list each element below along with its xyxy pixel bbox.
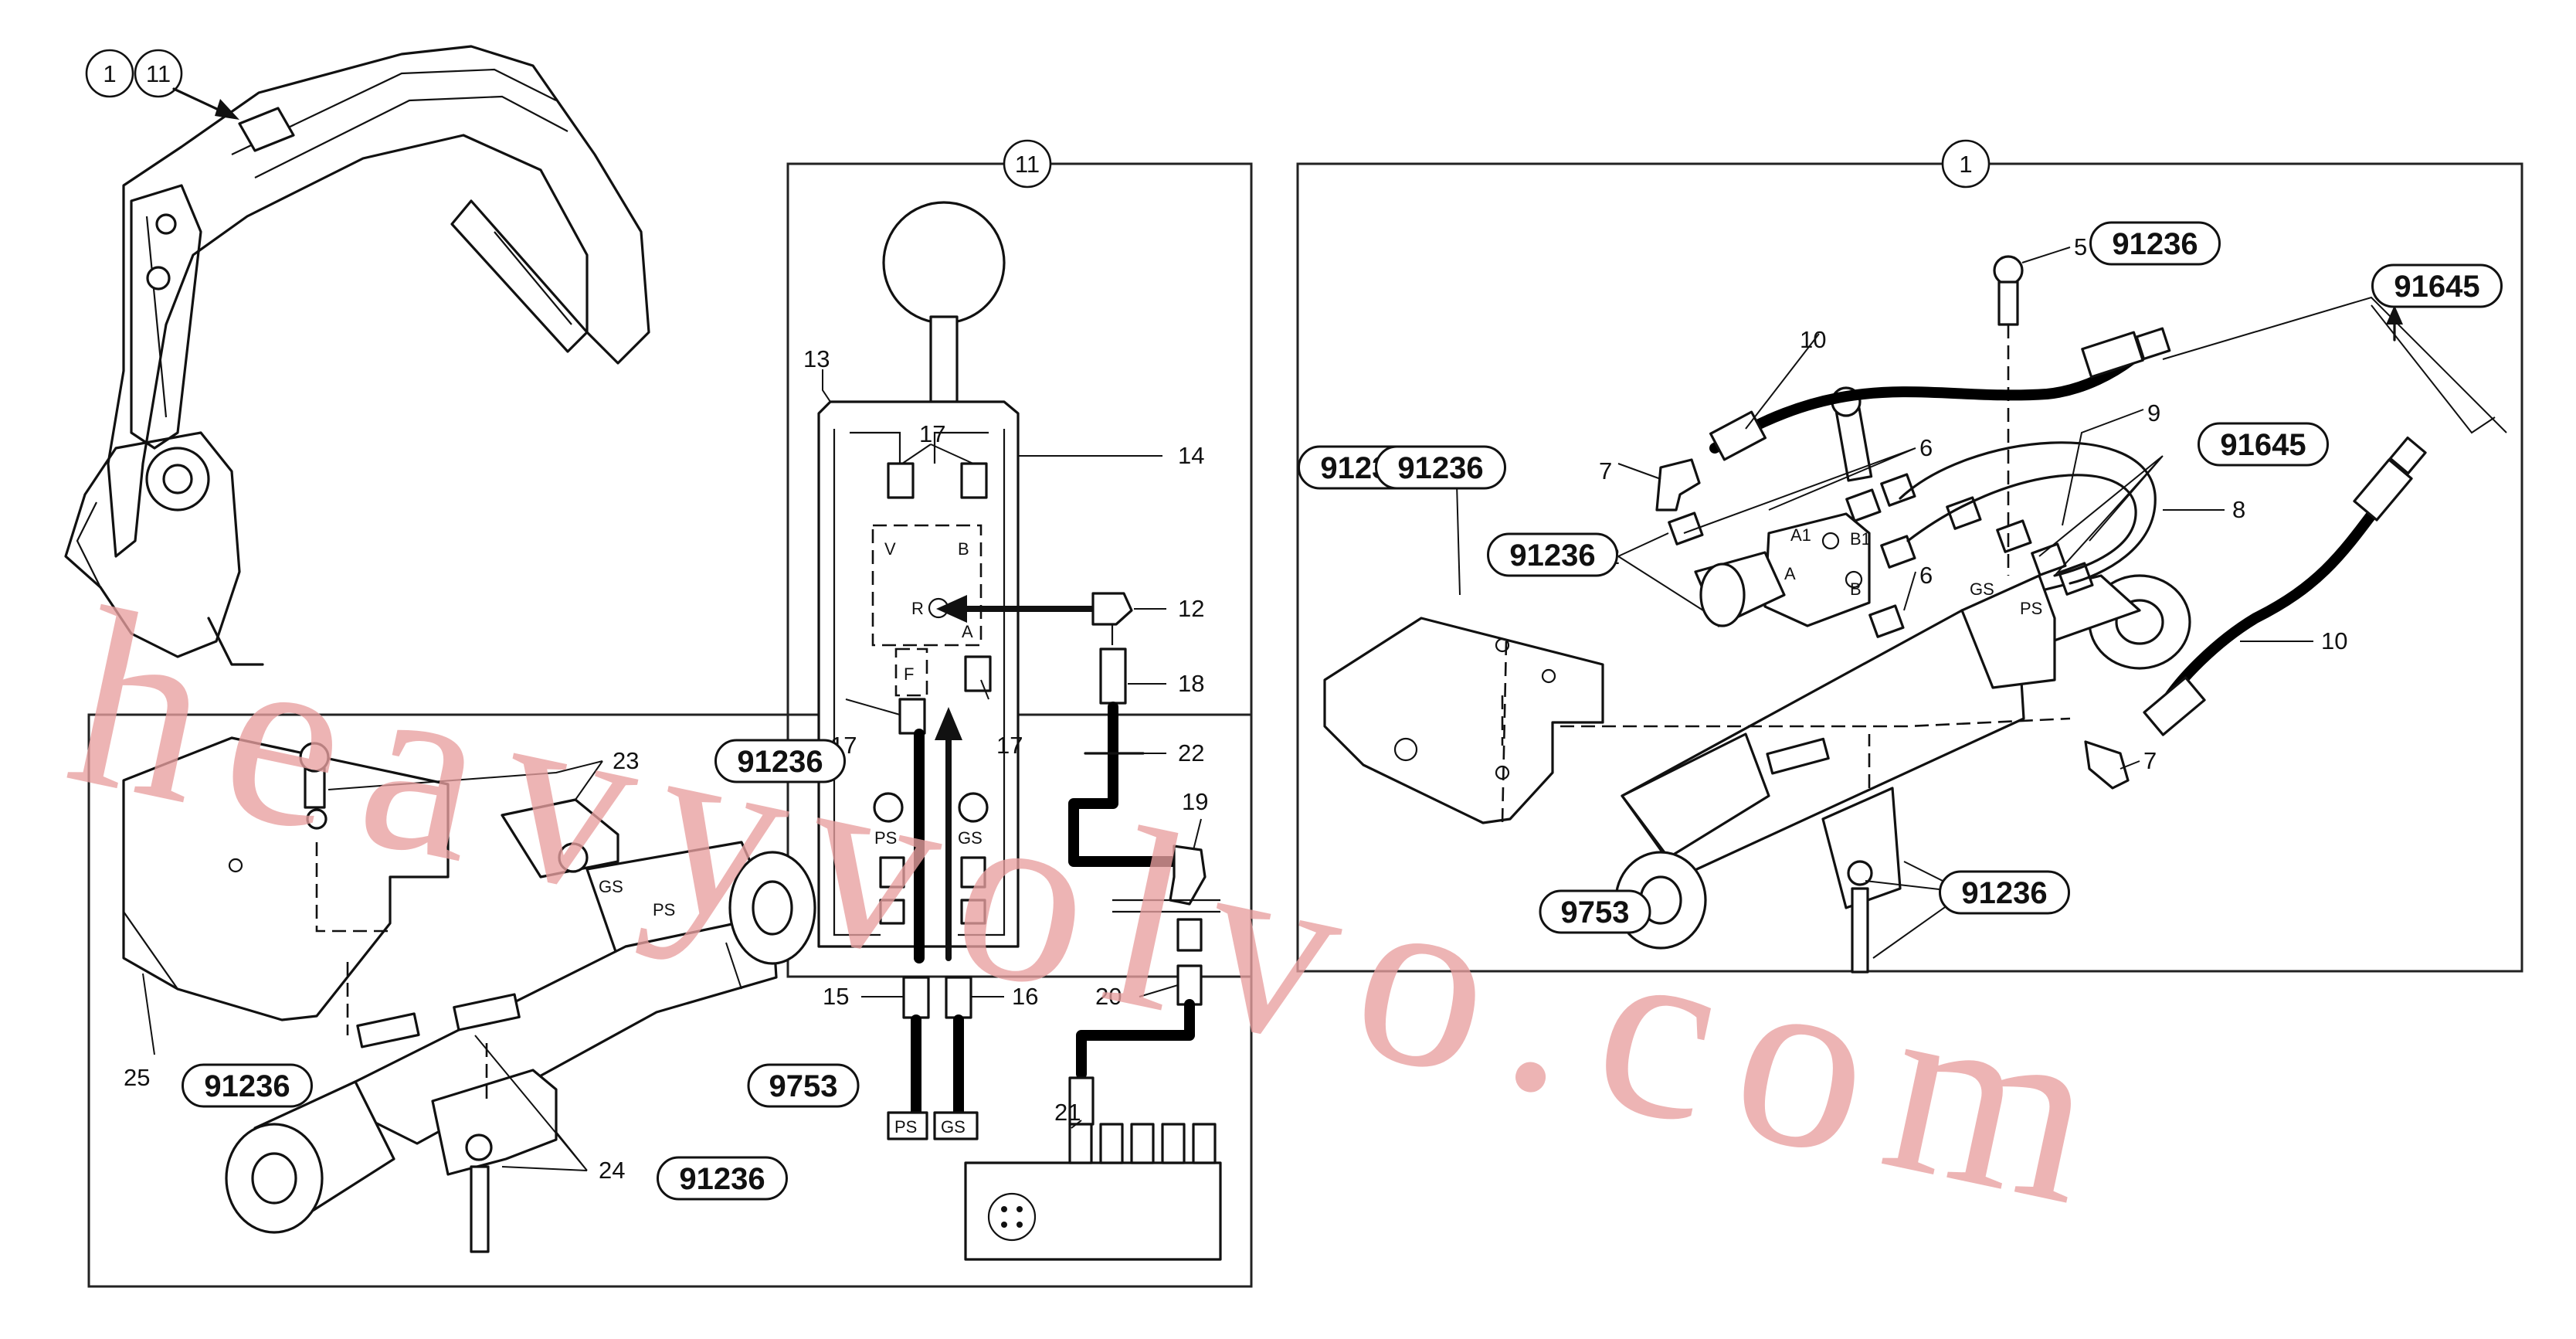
control-valve-assembly: 11 V B R A F PS GS [817, 139, 1222, 1261]
callout-14: 14 [1178, 442, 1204, 469]
port-f-label: F [904, 664, 914, 684]
port-b-label: B [958, 539, 969, 559]
leader-lines [142, 246, 2507, 1171]
right-section-frame [1296, 162, 2523, 973]
callout-20: 20 [1095, 983, 1122, 1010]
left-section-frame [87, 713, 1253, 1288]
callout-13: 13 [803, 345, 830, 372]
part-badge-b6-label: 9753 [1561, 895, 1630, 929]
left-cyl-gs-label: GS [599, 877, 623, 896]
port-a-label: A [962, 622, 973, 641]
valve-section-id: 11 [1015, 151, 1040, 178]
part-number-badges: 91236 91645 91645 91236 91236 9753 91236 91236 9… [182, 221, 2503, 1201]
callout-10-top: 10 [1800, 326, 1826, 353]
block-a1-label: A1 [1790, 525, 1811, 545]
callout-17-right: 17 [996, 732, 1023, 759]
part-badge-b3-label: 91645 [2220, 428, 2306, 462]
outlet-ps-label: PS [894, 1117, 917, 1137]
bracket-section-id: 1 [1959, 151, 1972, 178]
part-badge-b10-label: 9753 [769, 1069, 838, 1103]
part-badge-b12-label: 91236 [1397, 451, 1483, 485]
part-badge-b8 [1487, 532, 1618, 577]
boom-callout-1: 1 [103, 60, 116, 87]
part-badge-b1-label: 91236 [737, 745, 823, 779]
callout-15: 15 [823, 983, 849, 1010]
part-badge-b6 [1539, 889, 1651, 934]
part-badge-b2-label: 91645 [2394, 270, 2479, 304]
callout-16: 16 [1012, 983, 1038, 1010]
part-badge-b7-label: 91236 [1961, 876, 2047, 910]
outlet-gs-label: GS [941, 1117, 966, 1137]
callout-19: 19 [1182, 788, 1208, 815]
callout-22: 22 [1178, 739, 1204, 766]
port-r-label: R [911, 599, 924, 618]
port-ps-label: PS [874, 828, 897, 848]
part-badge-b10 [747, 1063, 860, 1108]
callout-25: 25 [124, 1064, 150, 1091]
callout-18: 18 [1178, 670, 1204, 697]
block-a-label: A [1784, 564, 1796, 583]
right-cyl-ps-label: PS [2020, 599, 2042, 618]
part-badge-b1 [714, 739, 846, 783]
callout-17-top: 17 [919, 420, 945, 447]
left-cyl-ps-label: PS [653, 900, 675, 919]
part-badge-b3 [2198, 422, 2329, 467]
right-cyl-gs-label: GS [1970, 579, 1994, 599]
part-badge-b12 [1375, 445, 1506, 490]
boom-callout-11: 11 [146, 60, 171, 87]
callout-7-right: 7 [2143, 747, 2157, 774]
part-badge-b7 [1939, 870, 2070, 915]
part-badge-b9 [182, 1063, 313, 1108]
part-badge-b9-label: 91236 [204, 1069, 290, 1103]
part-badge-b11 [657, 1156, 788, 1201]
port-gs-label: GS [958, 828, 983, 848]
callout-6-top: 6 [1919, 434, 1933, 461]
callout-21: 21 [1054, 1099, 1081, 1126]
block-b1-label: B1 [1850, 529, 1871, 549]
callout-9: 9 [2147, 399, 2160, 427]
callout-12: 12 [1178, 595, 1204, 622]
callout-7-left: 7 [1599, 457, 1612, 484]
boom-callout: 1 11 [85, 49, 239, 120]
callout-23: 23 [613, 747, 639, 774]
part-badge-b8-label: 91236 [1509, 539, 1595, 573]
part-badge-b5-label: 91236 [2112, 227, 2198, 261]
part-badge-b2 [2371, 263, 2503, 308]
callout-8: 8 [2232, 496, 2245, 523]
callout-24: 24 [599, 1157, 625, 1184]
block-b-label: B [1850, 579, 1862, 599]
port-v-label: V [884, 539, 896, 559]
right-bracket-assembly: 1 GS PS A1 B1 A B [1323, 139, 2427, 974]
part-badge-b5 [2089, 221, 2221, 266]
excavator-arm-illustration [64, 45, 650, 666]
callout-5: 5 [2074, 233, 2087, 260]
joystick-knob [882, 201, 1006, 325]
part-badge-b11-label: 91236 [679, 1162, 765, 1196]
callout-10-right: 10 [2321, 627, 2347, 654]
callout-6-bottom: 6 [1919, 562, 1933, 589]
